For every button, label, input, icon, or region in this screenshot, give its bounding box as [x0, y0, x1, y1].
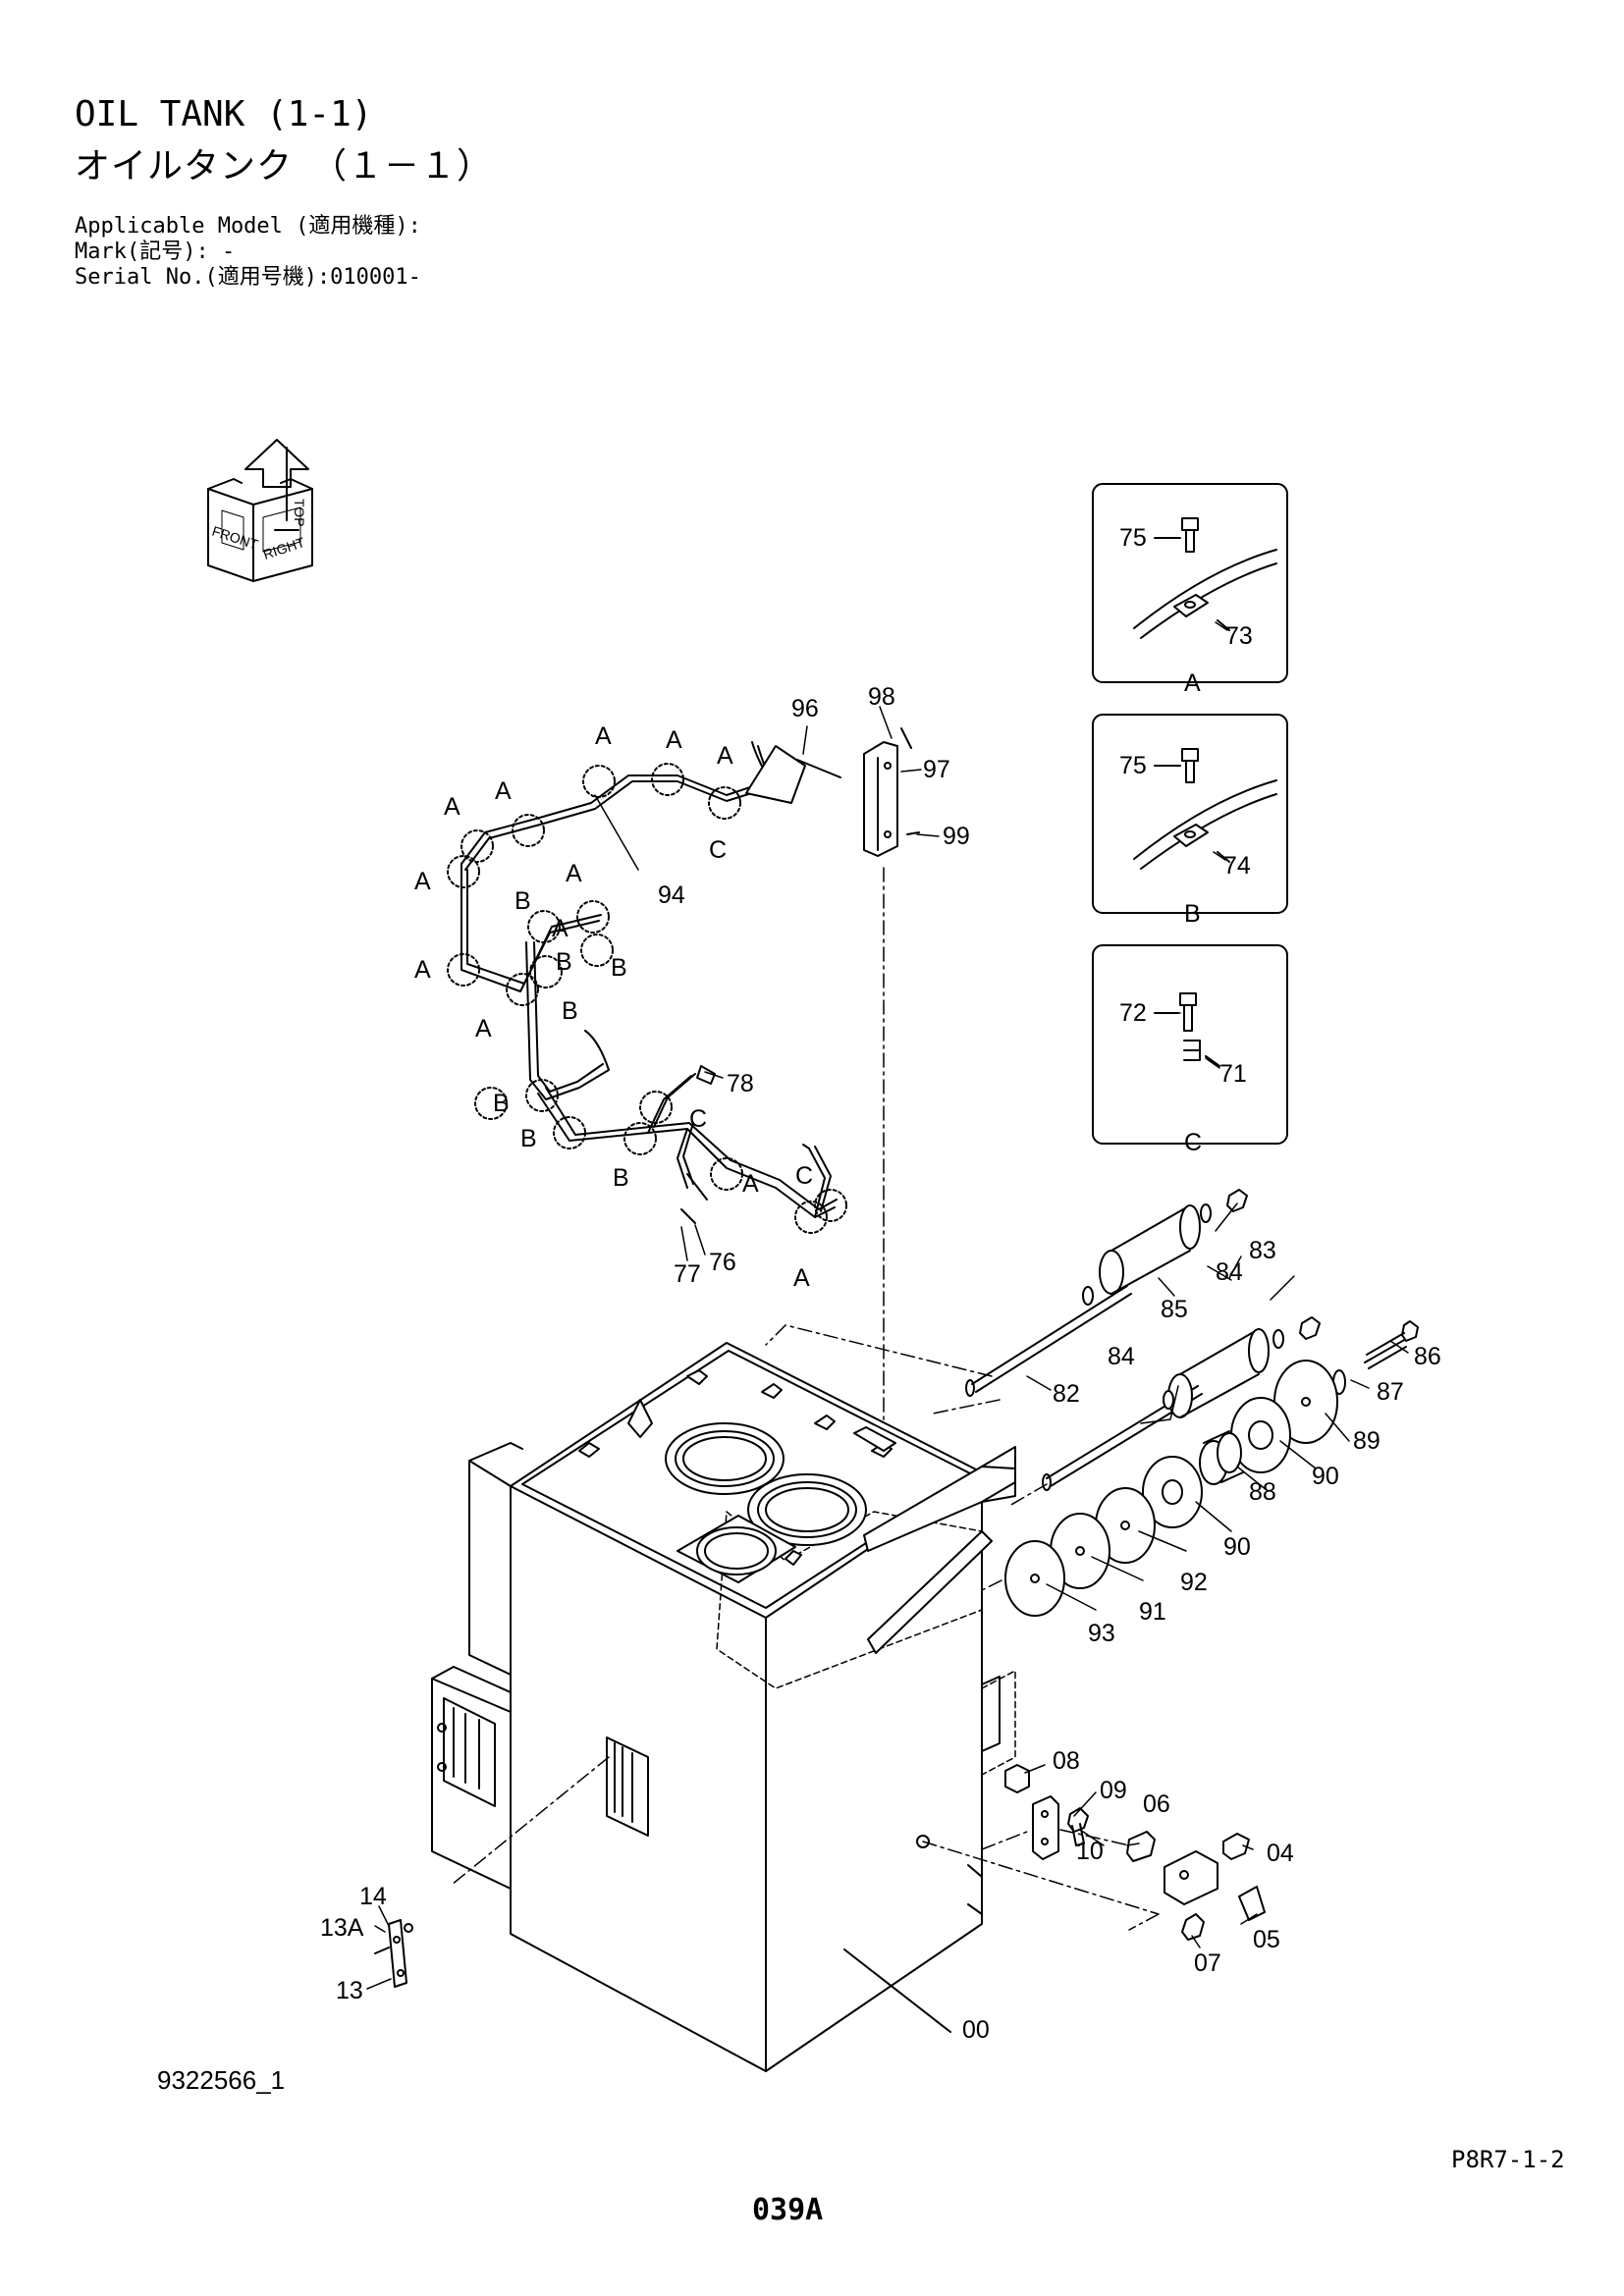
clamp-letter-a: A: [495, 777, 512, 805]
orientation-label-top: TOP: [292, 499, 307, 527]
clamp-letter-a: A: [552, 915, 568, 942]
part-number-13: 13: [336, 1977, 363, 2004]
part-number-97: 97: [923, 756, 950, 783]
clamp-letter-b: B: [493, 1090, 510, 1117]
serial-number-label: Serial No.(適用号機):010001-: [75, 265, 421, 290]
page-number: 039A: [752, 2193, 824, 2227]
part-number-84: 84: [1108, 1343, 1135, 1370]
part-number-91: 91: [1139, 1598, 1166, 1626]
part-number-00: 00: [962, 2016, 990, 2044]
leader-lines: [366, 537, 1409, 2033]
clamp-letter-a: A: [793, 1264, 810, 1292]
clamp-letter-a: A: [414, 868, 431, 895]
part-number-10: 10: [1076, 1838, 1104, 1865]
part-number-05: 05: [1253, 1926, 1280, 1953]
title-japanese: オイルタンク （１－１）: [75, 146, 494, 187]
detail-view-a-box: [1092, 483, 1288, 683]
clamp-letter-b: B: [514, 887, 531, 915]
drawing-number: 9322566_1: [157, 2065, 286, 2095]
detail-view-c-box: [1092, 944, 1288, 1145]
detail-letter-a: A: [1184, 669, 1201, 697]
clamp-letter-c: C: [709, 836, 727, 864]
part-number-87: 87: [1377, 1378, 1404, 1406]
part-number-04: 04: [1267, 1840, 1294, 1867]
detail-letter-c: C: [1184, 1129, 1202, 1156]
title-english: OIL TANK (1-1): [75, 94, 373, 134]
valve-fittings: [922, 1764, 1266, 1941]
clamp-letter-b: B: [562, 997, 578, 1025]
part-number-06: 06: [1143, 1790, 1170, 1818]
detail-view-b-box: [1092, 714, 1288, 914]
clamp-letter-a: A: [414, 956, 431, 984]
part-number-90: 90: [1312, 1463, 1339, 1490]
part-number-82: 82: [1053, 1380, 1080, 1408]
detail-view-part-numbers: 75 73 75 74 72 71: [1119, 524, 1253, 1088]
part-number-99: 99: [943, 823, 970, 850]
clamp-letter-b: B: [520, 1125, 537, 1152]
filter-part-numbers: 82 83 84 84 85 86 87 88 89 90 90 91 92 9…: [1053, 1237, 1441, 1647]
part-number-98: 98: [868, 683, 895, 711]
clamp-letter-b: B: [556, 948, 572, 976]
clamp-letter-a: A: [566, 860, 582, 887]
clamp-letter-b: B: [613, 1164, 629, 1192]
part-number-75-a: 75: [1119, 524, 1147, 552]
part-number-08: 08: [1053, 1747, 1080, 1775]
part-number-78: 78: [727, 1070, 754, 1097]
part-number-71: 71: [1219, 1060, 1247, 1088]
clamp-letter-c: C: [689, 1105, 707, 1133]
part-number-94: 94: [658, 881, 685, 909]
clamp-letter-a: A: [742, 1170, 759, 1198]
part-number-92: 92: [1180, 1569, 1208, 1596]
part-number-77: 77: [674, 1260, 701, 1288]
part-number-83: 83: [1249, 1237, 1276, 1264]
oil-tank-body: [431, 1342, 1016, 2072]
part-number-93: 93: [1088, 1620, 1115, 1647]
part-number-96: 96: [791, 695, 819, 722]
hanger-13: [374, 1919, 413, 1988]
harness-part-numbers: 94 96 97 98 99 76 77 78: [658, 683, 970, 1288]
harness-clamp-letters: A A A A A A A A A A A A B B B B B B B C …: [414, 722, 813, 1292]
bracket-97: [863, 727, 920, 1454]
part-number-74: 74: [1223, 852, 1251, 880]
part-number-73: 73: [1225, 622, 1253, 650]
clamp-letter-a: A: [444, 793, 460, 821]
clamp-letter-a: A: [595, 722, 612, 750]
part-number-89: 89: [1353, 1427, 1380, 1455]
part-number-76: 76: [709, 1249, 736, 1276]
mark-label: Mark(記号): -: [75, 240, 236, 264]
part-number-84: 84: [1216, 1258, 1243, 1286]
part-number-09: 09: [1100, 1777, 1127, 1804]
part-number-07: 07: [1194, 1949, 1221, 1977]
part-number-90: 90: [1223, 1533, 1251, 1561]
orientation-arrows-icon: [207, 439, 313, 582]
wiring-harness: [447, 741, 847, 1234]
detail-view-letters: A B C: [1184, 669, 1202, 1156]
filter-assembly: [765, 1189, 1419, 1640]
part-number-88: 88: [1249, 1478, 1276, 1506]
orientation-label-right: RIGHT: [261, 534, 307, 562]
part-number-75-b: 75: [1119, 752, 1147, 779]
applicable-model-label: Applicable Model (適用機種):: [75, 214, 421, 239]
part-number-86: 86: [1414, 1343, 1441, 1370]
tank-part-numbers: 00 04 05 06 07 08 09 10 13 13A 14: [320, 1747, 1294, 2044]
part-number-85: 85: [1161, 1296, 1188, 1323]
clamp-letter-b: B: [611, 954, 627, 982]
page-code: P8R7-1-2: [1451, 2146, 1565, 2173]
clamp-letter-a: A: [717, 742, 733, 770]
part-number-14: 14: [359, 1883, 387, 1910]
clamp-letter-a: A: [666, 726, 682, 754]
clamp-letter-a: A: [475, 1015, 492, 1042]
clamp-letter-c: C: [795, 1162, 813, 1190]
part-number-72: 72: [1119, 999, 1147, 1027]
detail-letter-b: B: [1184, 900, 1201, 928]
part-number-13a: 13A: [320, 1914, 364, 1942]
